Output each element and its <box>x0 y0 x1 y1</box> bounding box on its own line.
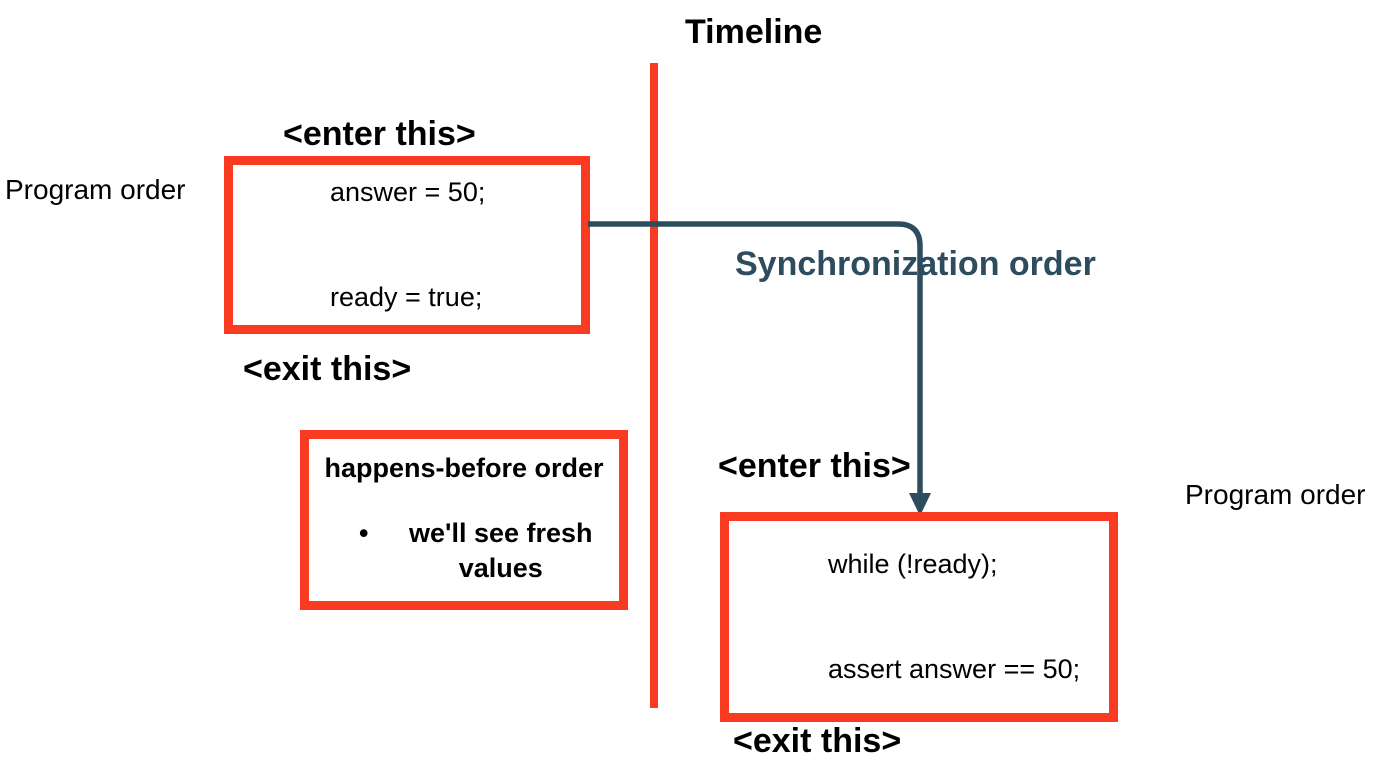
enter-this-label-left: <enter this> <box>283 115 476 153</box>
exit-this-label-right: <exit this> <box>733 722 902 760</box>
program-order-label-right: Program order <box>1185 479 1366 510</box>
reader-code: while (!ready); assert answer == 50; <box>828 477 1080 757</box>
happens-before-heading: happens-before order <box>324 453 604 483</box>
bullet-text-line: we'll see fresh <box>409 518 593 548</box>
code-line: answer = 50; <box>330 177 486 207</box>
happens-before-bullet-item: • we'll see fresh values <box>309 516 619 586</box>
synchronization-order-label: Synchronization order <box>735 245 1096 283</box>
exit-this-label-left: <exit this> <box>243 350 412 388</box>
program-order-label-left: Program order <box>5 174 186 205</box>
code-line: ready = true; <box>330 282 483 312</box>
reader-code-box: while (!ready); assert answer == 50; <box>720 512 1118 722</box>
happens-before-bullet-text: we'll see fresh values <box>409 516 593 586</box>
timeline-line <box>650 63 658 708</box>
bullet-icon: • <box>359 518 369 548</box>
code-line: while (!ready); <box>828 549 998 579</box>
writer-code: answer = 50; ready = true; <box>330 105 485 385</box>
bullet-text-line: values <box>458 553 543 583</box>
enter-this-label-right: <enter this> <box>718 447 911 485</box>
code-line: assert answer == 50; <box>828 654 1081 684</box>
timeline-title: Timeline <box>685 13 823 51</box>
happens-before-box: happens-before order • we'll see fresh v… <box>300 430 628 610</box>
writer-code-box: answer = 50; ready = true; <box>224 156 590 334</box>
